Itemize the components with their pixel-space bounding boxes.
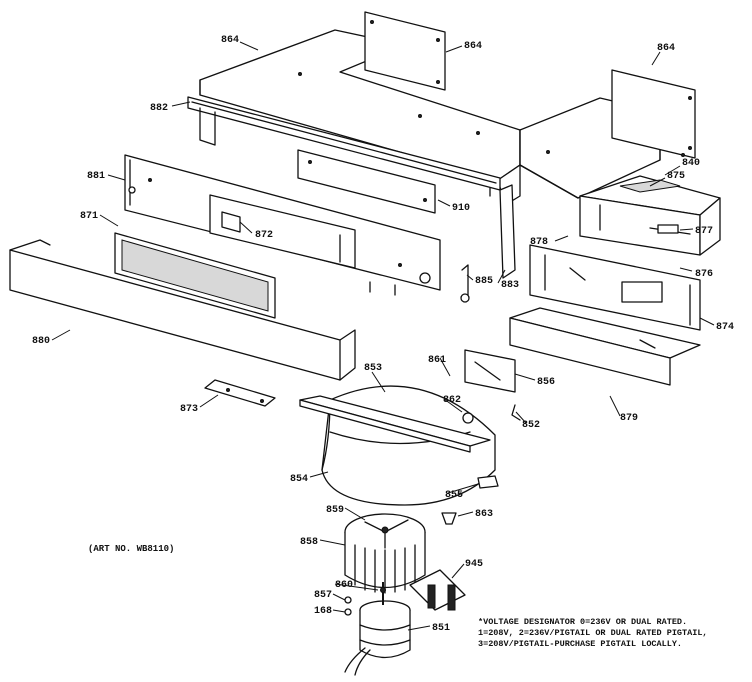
label-862: 862 (443, 395, 461, 406)
blower-assembly (299, 385, 496, 506)
label-877: 877 (695, 226, 713, 237)
label-879: 879 (620, 413, 638, 424)
label-864b: 864 (464, 41, 482, 52)
damper-plate (464, 349, 521, 421)
label-871: 871 (80, 211, 98, 222)
note-line-3: 3=208V/PIGTAIL-PURCHASE PIGTAIL LOCALLY. (478, 639, 682, 649)
terminal-block (409, 569, 466, 611)
art-number: (ART NO. WB8110) (88, 544, 174, 554)
divider-plate (297, 149, 436, 214)
voltage-note: *VOLTAGE DESIGNATOR 0=236V OR DUAL RATED… (478, 617, 708, 649)
label-855: 855 (445, 490, 463, 501)
label-882: 882 (150, 103, 168, 114)
fan-housing (579, 175, 721, 256)
label-945: 945 (465, 559, 483, 570)
label-874: 874 (716, 322, 734, 333)
label-910: 910 (452, 203, 470, 214)
label-881: 881 (87, 171, 105, 182)
label-856: 856 (537, 377, 555, 388)
label-840: 840 (682, 158, 700, 169)
part-labels: 864 864 864 882 840 875 881 910 877 878 … (32, 35, 734, 634)
leader-lines (51, 41, 715, 631)
side-panel-right (611, 69, 696, 159)
side-bracket (460, 184, 516, 303)
back-panel (364, 11, 446, 91)
label-854: 854 (290, 474, 308, 485)
label-883: 883 (501, 280, 519, 291)
blower-wheel (344, 513, 426, 594)
label-875: 875 (667, 171, 685, 182)
knob (441, 512, 457, 525)
bottom-plate (509, 307, 701, 386)
label-860: 860 (335, 580, 353, 591)
label-864a: 864 (221, 35, 239, 46)
label-876: 876 (695, 269, 713, 280)
label-168: 168 (314, 606, 332, 617)
note-line-2: 1=208V, 2=236V/PIGTAIL OR DUAL RATED PIG… (478, 628, 708, 638)
label-853: 853 (364, 363, 382, 374)
label-858: 858 (300, 537, 318, 548)
note-line-1: *VOLTAGE DESIGNATOR 0=236V OR DUAL RATED… (478, 617, 687, 627)
label-878: 878 (530, 237, 548, 248)
label-885: 885 (475, 276, 493, 287)
label-861: 861 (428, 355, 446, 366)
front-trim-strip (187, 96, 501, 197)
label-873: 873 (180, 404, 198, 415)
filter-frame (529, 244, 701, 331)
filter-front-panel (9, 232, 356, 381)
label-864c: 864 (657, 43, 675, 54)
label-857: 857 (314, 590, 332, 601)
label-863: 863 (475, 509, 493, 520)
label-880: 880 (32, 336, 50, 347)
label-852: 852 (522, 420, 540, 431)
grille-panel (209, 194, 356, 269)
label-851: 851 (432, 623, 450, 634)
mounting-tab (477, 475, 499, 489)
motor (344, 582, 411, 676)
label-872: 872 (255, 230, 273, 241)
filter-clip (204, 379, 276, 407)
label-859: 859 (326, 505, 344, 516)
